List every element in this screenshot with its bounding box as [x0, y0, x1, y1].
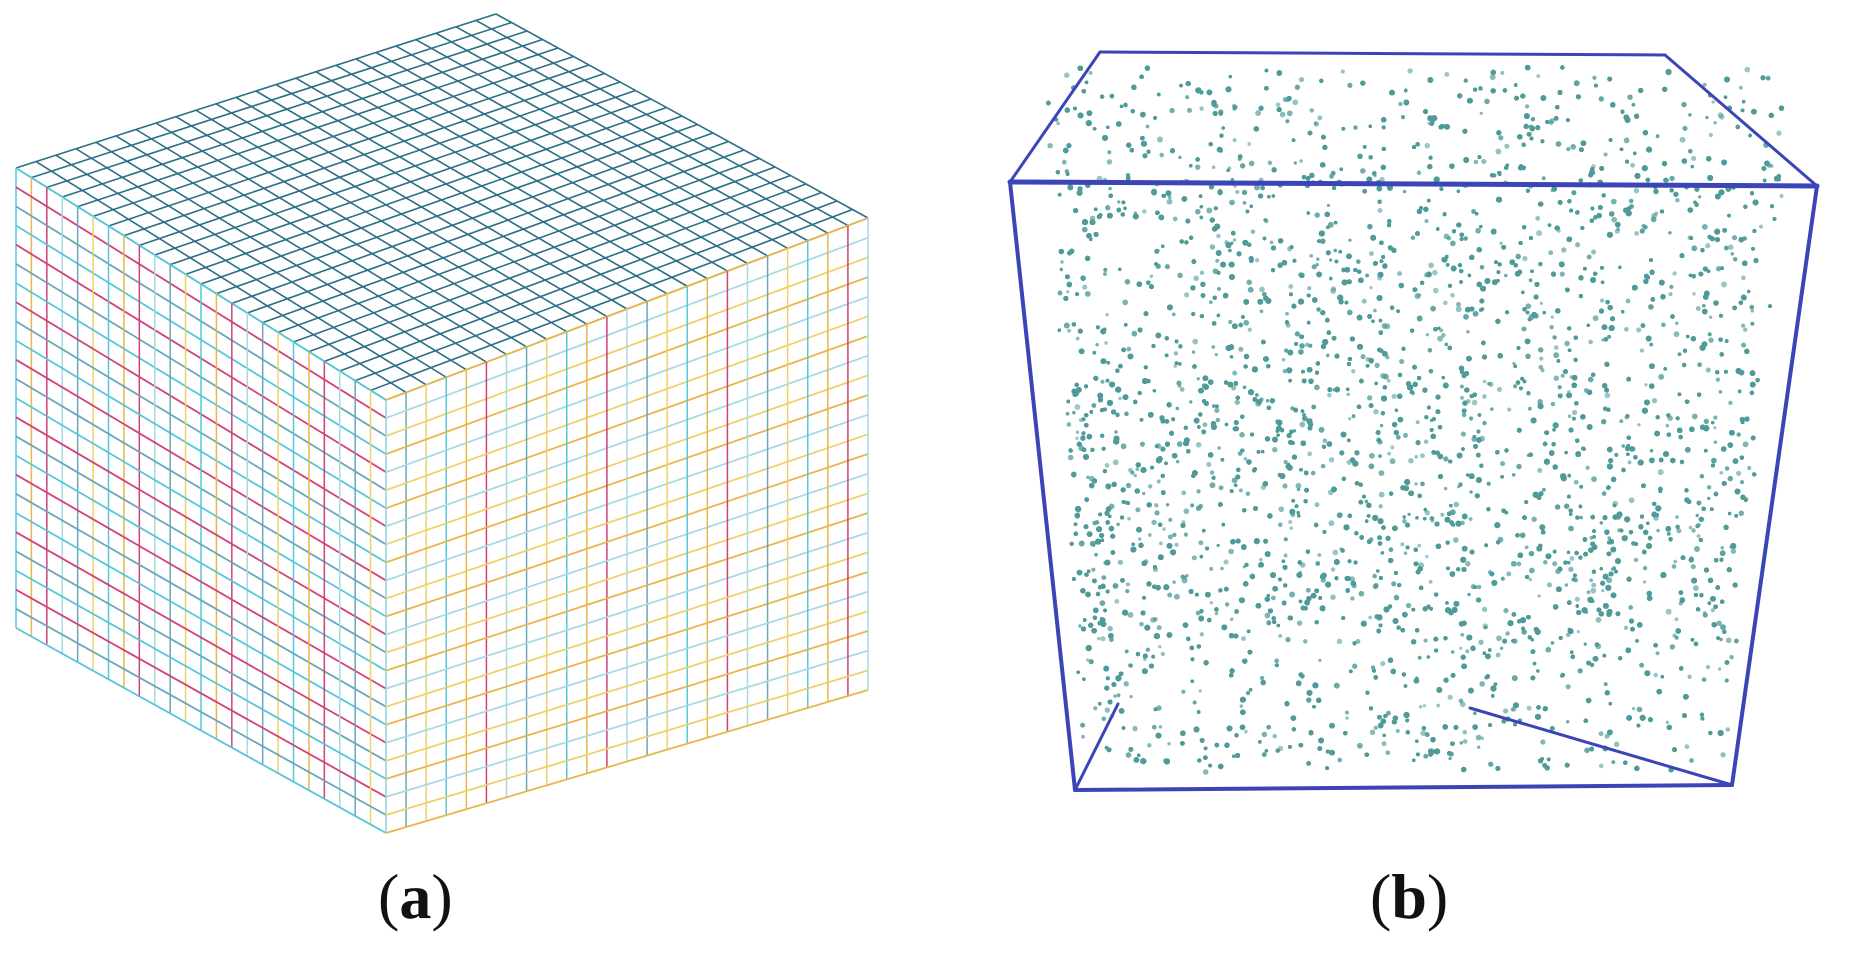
box-edge-front-right	[1730, 184, 1819, 787]
box-edge-bottom-right	[1468, 706, 1734, 787]
grid-line-top	[475, 19, 849, 227]
grid-line-right	[385, 649, 869, 798]
box-edge-top-left	[1008, 50, 1102, 184]
grid-line-top	[354, 200, 838, 382]
box-edge-bottom-left	[1073, 702, 1120, 792]
grid-line-left	[15, 569, 387, 780]
panel-a	[0, 0, 900, 967]
grid-line-left	[15, 588, 387, 798]
caption-a: (a)	[378, 861, 453, 932]
mesh-cube	[15, 13, 869, 834]
grid-line-left	[15, 608, 387, 816]
particle-cloud	[1046, 64, 1785, 775]
grid-line-right	[385, 630, 869, 780]
particle-box	[1007, 50, 1820, 792]
grid-line-top	[339, 191, 822, 372]
grid-line-top	[324, 183, 807, 363]
grid-line-top	[495, 13, 869, 219]
grid-line-top	[435, 32, 809, 242]
grid-line-top	[455, 26, 829, 234]
box-edge-top-right	[1663, 53, 1819, 188]
grid-line-top	[370, 208, 853, 392]
grid-line-left	[15, 627, 387, 834]
box-edge-front-top	[1007, 179, 1820, 189]
grid-line-top	[262, 149, 745, 324]
grid-line-right	[385, 610, 869, 762]
box-edge-back-top	[1098, 50, 1667, 57]
caption-b: (b)	[1370, 861, 1449, 932]
grid-line-right	[385, 689, 869, 834]
box-edge-front-left	[1008, 180, 1077, 792]
panel-b	[990, 0, 1849, 967]
box-edge-front-bottom	[1073, 783, 1734, 792]
grid-line-left	[15, 550, 387, 762]
grid-line-right	[385, 669, 869, 816]
